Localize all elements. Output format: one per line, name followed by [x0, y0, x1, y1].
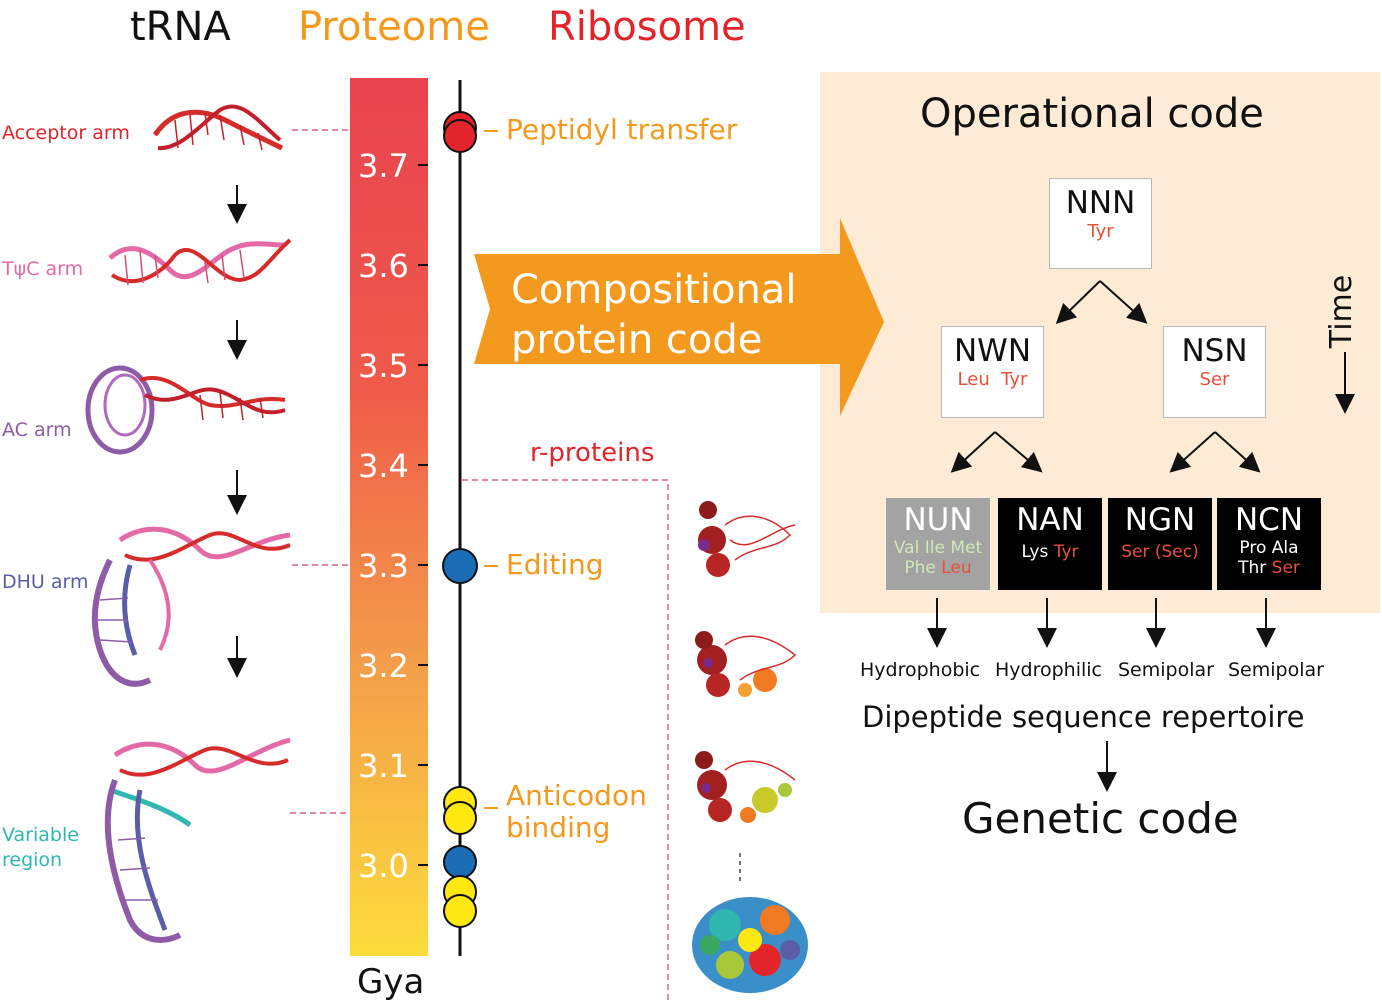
- leaf-ngn: NGN Ser (Sec): [1108, 498, 1212, 590]
- node-nnn-code: NNN: [1065, 185, 1136, 221]
- leaf-ngn-aa1: Ser (Sec): [1121, 542, 1199, 562]
- leaf-ncn-code: NCN: [1234, 502, 1304, 538]
- editing-dot: [442, 548, 478, 584]
- prop-hydrophilic: Hydrophilic: [995, 659, 1102, 681]
- event-leaders: [484, 130, 498, 809]
- peptidyl-dot-2: [443, 119, 477, 153]
- arm-label-variable: Variable region: [2, 824, 79, 871]
- trna-structure-variable: [104, 737, 291, 943]
- leaf-nan-aa1a: Lys: [1021, 542, 1054, 562]
- tick-label-3-1: 3.1: [358, 747, 409, 785]
- ribosome-structure-1: [698, 501, 796, 577]
- operational-title: Operational code: [920, 91, 1264, 137]
- arm-label-ac: AC arm: [2, 419, 72, 441]
- leaf-ncn-aa2b: Ser: [1271, 558, 1300, 578]
- tick-label-3-0: 3.0: [358, 847, 409, 885]
- leaf-ngn-code: NGN: [1124, 502, 1196, 538]
- prop-semipolar-2: Semipolar: [1228, 659, 1324, 681]
- leaf-nan-code: NAN: [1016, 502, 1084, 538]
- compositional-arrow: [474, 218, 884, 416]
- leaf-ncn-aa1: Pro Ala: [1239, 538, 1299, 558]
- rproteins-connector: [462, 479, 669, 1000]
- tick-label-3-2: 3.2: [358, 647, 409, 685]
- leaf-ncn-aa2a: Thr: [1238, 558, 1272, 578]
- node-nsn: NSN Ser: [1163, 326, 1266, 418]
- tick-label-3-7: 3.7: [358, 147, 409, 185]
- ribosome-structure-3: [695, 751, 796, 823]
- prop-hydrophobic: Hydrophobic: [860, 659, 981, 681]
- node-nnn: NNN Tyr: [1049, 178, 1152, 269]
- editing-dot-2: [443, 845, 477, 879]
- trna-structure-acceptor: [152, 104, 284, 151]
- event-editing: Editing: [506, 548, 604, 581]
- event-peptidyl-transfer: Peptidyl transfer: [506, 113, 738, 146]
- node-nwn-aa: Leu Tyr: [957, 369, 1028, 390]
- trna-structure-dhu: [91, 526, 291, 687]
- node-nwn: NWN Leu Tyr: [941, 326, 1044, 418]
- tick-label-3-4: 3.4: [358, 447, 409, 485]
- node-nsn-aa: Ser: [1199, 369, 1230, 390]
- rproteins-label: r-proteins: [530, 438, 655, 468]
- node-nnn-aa: Tyr: [1087, 221, 1114, 242]
- trna-connectors: [290, 129, 350, 814]
- leaf-nun: NUN Val Ile Met Phe Leu: [886, 498, 990, 590]
- ribosome-structure-2: [695, 631, 797, 697]
- ribosome-structure-4: [692, 897, 808, 993]
- leaf-nan-aa1b: Tyr: [1053, 542, 1079, 562]
- leaf-ncn: NCN Pro Ala Thr Ser: [1217, 498, 1321, 590]
- genetic-code: Genetic code: [962, 794, 1239, 843]
- compositional-line-2: protein code: [511, 317, 763, 363]
- tick-label-3-6: 3.6: [358, 247, 409, 285]
- arm-label-acceptor: Acceptor arm: [2, 122, 130, 144]
- gya-bar: [350, 78, 428, 956]
- leaf-nan: NAN Lys Tyr: [998, 498, 1102, 590]
- tick-label-3-5: 3.5: [358, 347, 409, 385]
- event-anticodon: Anticodon: [506, 779, 647, 812]
- event-binding: binding: [506, 811, 611, 844]
- proteome-header: Proteome: [298, 4, 490, 50]
- binding-dot-2: [443, 801, 477, 835]
- prop-semipolar-1: Semipolar: [1118, 659, 1214, 681]
- leaf-nun-aa2a: Phe: [904, 558, 942, 578]
- gya-unit-label: Gya: [357, 962, 425, 1002]
- binding-dot-4: [443, 894, 477, 928]
- leaf-nun-aa1: Val Ile Met: [893, 538, 983, 558]
- trna-structure-tpsic: [108, 238, 292, 286]
- leaf-nun-code: NUN: [903, 502, 973, 538]
- tree-arrows: [927, 280, 1355, 792]
- node-nwn-code: NWN: [953, 333, 1032, 369]
- leaf-nun-aa2b: Leu: [941, 558, 972, 578]
- arm-label-dhu: DHU arm: [2, 571, 89, 593]
- arm-label-tpsic: TψC arm: [2, 258, 84, 280]
- node-nsn-code: NSN: [1181, 333, 1248, 369]
- compositional-line-1: Compositional: [511, 267, 797, 313]
- time-label: Time: [1324, 274, 1360, 349]
- dipeptide-repertoire: Dipeptide sequence repertoire: [862, 700, 1305, 734]
- ribosome-header: Ribosome: [548, 4, 746, 50]
- tick-label-3-3: 3.3: [358, 547, 409, 585]
- trna-header: tRNA: [130, 4, 231, 50]
- trna-structure-ac: [85, 365, 286, 455]
- gya-ticks: [418, 164, 428, 866]
- time-axis: Time: [1323, 274, 1367, 348]
